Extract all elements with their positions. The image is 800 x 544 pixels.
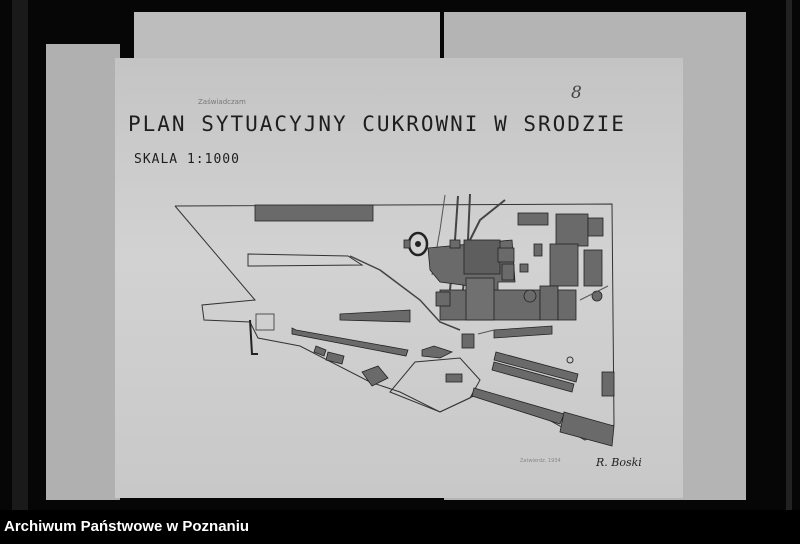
sheet-number: 8 <box>571 83 582 103</box>
faint-stamp: Zatwierdz. 1934 <box>520 458 561 464</box>
wall <box>249 319 258 355</box>
site-plan-drawing <box>174 193 615 447</box>
building <box>465 277 495 321</box>
shed <box>493 351 579 383</box>
site-boundary <box>174 203 615 441</box>
railway-track <box>469 199 506 241</box>
building <box>583 249 603 287</box>
paper-sheet-left <box>46 44 120 500</box>
archive-caption: Archiwum Państwowe w Poznaniu <box>4 518 250 535</box>
building <box>519 263 529 273</box>
building <box>539 285 559 321</box>
tank <box>415 241 421 247</box>
building <box>461 333 475 349</box>
shed <box>291 327 409 357</box>
shed <box>339 309 411 323</box>
path-line <box>579 285 609 301</box>
building <box>555 213 589 247</box>
building <box>587 217 604 237</box>
building <box>449 239 461 249</box>
building <box>445 373 463 383</box>
paper-edge-strip <box>12 0 28 510</box>
paper-edge-strip-right <box>786 0 792 510</box>
building <box>421 345 454 359</box>
building <box>463 239 501 275</box>
plan-title: PLAN SYTUACYJNY CUKROWNI W SRODZIE <box>128 112 626 136</box>
shed <box>491 361 575 393</box>
shed <box>493 325 553 339</box>
road-strip <box>247 253 364 267</box>
scan-image: Zaświadczam 8 PLAN SYTUACYJNY CUKROWNI W… <box>12 0 792 510</box>
round-tank <box>591 290 603 302</box>
building <box>361 365 389 387</box>
shed <box>471 387 565 425</box>
building <box>601 371 615 397</box>
building <box>557 289 577 321</box>
plan-scale: SKALA 1:1000 <box>134 152 240 167</box>
paper-sheet-top-left <box>134 12 440 64</box>
building <box>255 313 275 331</box>
shed <box>559 411 615 447</box>
railway-track <box>349 255 461 331</box>
building <box>497 247 515 263</box>
building <box>517 212 549 226</box>
building <box>435 291 451 307</box>
faint-header-text: Zaświadczam <box>198 98 246 106</box>
inner-yard-outline <box>389 357 481 413</box>
building <box>254 204 374 222</box>
building <box>313 345 327 357</box>
path-line <box>477 329 495 335</box>
signature: R. Boski <box>596 456 642 469</box>
caption-bar: Archiwum Państwowe w Poznaniu <box>0 510 800 544</box>
well-symbol <box>566 356 574 364</box>
building <box>325 351 345 365</box>
building <box>533 243 543 257</box>
round-tank <box>523 289 537 303</box>
building <box>549 243 579 287</box>
building <box>403 239 411 249</box>
building <box>501 263 515 281</box>
